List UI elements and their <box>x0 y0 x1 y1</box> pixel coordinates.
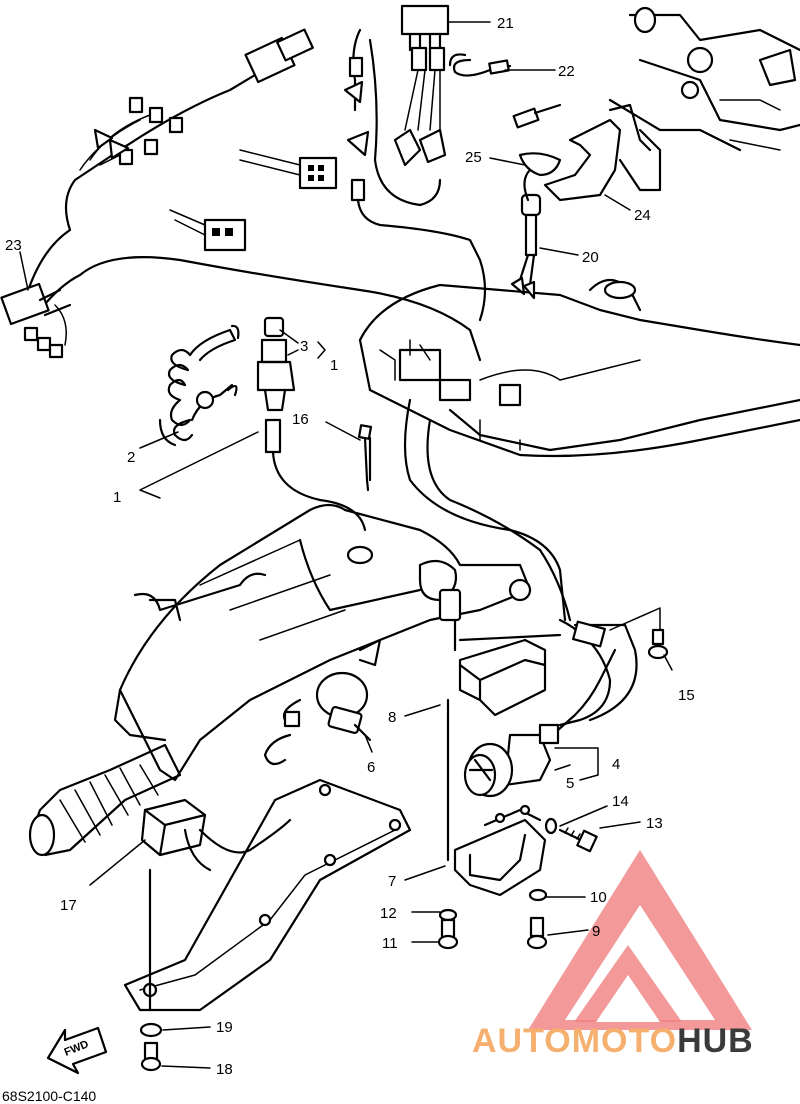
cable-clamp <box>448 53 512 77</box>
connector-assembly <box>343 4 487 322</box>
wire-harness <box>0 28 482 362</box>
callout-22: 22 <box>558 63 575 80</box>
callout-5: 5 <box>566 775 574 792</box>
fwd-arrow-icon: FWD <box>46 1026 108 1075</box>
diagram-code: 68S2100-C140 <box>2 1088 96 1104</box>
stop-switch-assembly <box>158 316 367 532</box>
callout-10: 10 <box>590 889 607 906</box>
callout-numbers: 21 22 25 24 20 23 3 1 2 1 16 15 8 6 4 5 … <box>5 15 695 1078</box>
callout-12: 12 <box>380 905 397 922</box>
callout-8: 8 <box>388 709 396 726</box>
callout-25: 25 <box>465 149 482 166</box>
callout-2: 2 <box>127 449 135 466</box>
junction-box <box>140 798 292 872</box>
bracket-plate <box>512 103 652 202</box>
engine-bracket <box>608 6 800 192</box>
engine-cowling <box>358 278 800 458</box>
callout-17: 17 <box>60 897 77 914</box>
tiller-handle <box>28 503 532 1012</box>
leader-lines <box>19 21 673 1069</box>
callout-14: 14 <box>612 793 629 810</box>
watermark-logo: AUTOMOTOHUB <box>472 850 754 1060</box>
pin <box>357 424 373 492</box>
callout-9: 9 <box>592 923 600 940</box>
main-switch <box>463 648 617 798</box>
callout-15: 15 <box>678 687 695 704</box>
callout-1-right: 1 <box>330 357 338 374</box>
callout-6: 6 <box>367 759 375 776</box>
callout-20: 20 <box>582 249 599 266</box>
callout-11: 11 <box>382 935 398 952</box>
callout-18: 18 <box>216 1061 233 1078</box>
callout-3: 3 <box>300 338 308 355</box>
callout-21: 21 <box>497 15 514 32</box>
callout-23: 23 <box>5 237 22 254</box>
switch-cover-lower <box>453 804 547 897</box>
callout-16: 16 <box>292 411 309 428</box>
watermark-text-1: AUTOMOTOHUB <box>472 1022 754 1060</box>
callout-13: 13 <box>646 815 663 832</box>
callout-1: 1 <box>113 489 121 506</box>
wire-strap <box>263 671 372 766</box>
fasteners <box>139 628 669 1072</box>
switch-cover-upper <box>458 638 547 717</box>
sensor <box>510 168 542 300</box>
callout-24: 24 <box>634 207 651 224</box>
tiller-wires <box>358 398 638 727</box>
callout-4: 4 <box>612 756 620 773</box>
callout-7: 7 <box>388 873 396 890</box>
watermark-part1: AUTOMOTO <box>472 1022 677 1060</box>
watermark-part2: HUB <box>677 1022 754 1060</box>
callout-19: 19 <box>216 1019 233 1036</box>
